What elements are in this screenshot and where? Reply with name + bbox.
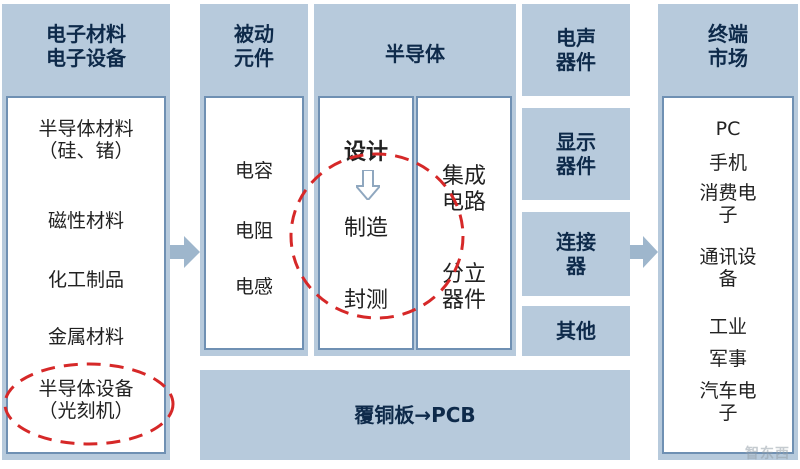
terminal-item-telecom: 通讯设 备 bbox=[699, 246, 757, 290]
semiconductor-right-box: 集成 电路 分立 器件 bbox=[416, 96, 512, 350]
terminal-item-automotive: 汽车电 子 bbox=[699, 380, 757, 424]
semiconductor-item-manufacture: 制造 bbox=[343, 216, 388, 241]
component-acoustic: 电声 器件 bbox=[522, 4, 630, 96]
watermark-logo: 智东西 bbox=[745, 446, 790, 462]
materials-header: 电子材料 电子设备 bbox=[46, 22, 126, 70]
semiconductor-item-design: 设计 bbox=[343, 140, 388, 165]
passive-header: 被动 元件 bbox=[234, 22, 274, 70]
materials-item-semiconductor-equipment: 半导体设备 （光刻机） bbox=[38, 378, 134, 422]
pcb-bar-label: 覆铜板→PCB bbox=[354, 403, 476, 427]
passive-item-resistor: 电阻 bbox=[234, 220, 273, 242]
component-display: 显示 器件 bbox=[522, 108, 630, 200]
terminal-item-military: 军事 bbox=[708, 348, 747, 370]
semiconductor-item-integrated-circuit: 集成 电路 bbox=[441, 164, 486, 215]
passive-box: 电容 电阻 电感 bbox=[204, 96, 304, 350]
right-arrow-icon bbox=[630, 236, 658, 268]
terminal-box: PC 手机 消费电 子 通讯设 备 工业 军事 汽车电 子 bbox=[662, 96, 794, 454]
materials-box: 半导体材料 （硅、锗） 磁性材料 化工制品 金属材料 半导体设备 （光刻机） bbox=[6, 96, 166, 454]
materials-item-metal: 金属材料 bbox=[47, 326, 124, 348]
down-arrow-icon bbox=[356, 170, 380, 200]
passive-item-capacitor: 电容 bbox=[234, 160, 273, 182]
materials-item-magnetic: 磁性材料 bbox=[47, 210, 124, 232]
pcb-bar: 覆铜板→PCB bbox=[200, 370, 630, 460]
terminal-item-pc: PC bbox=[715, 118, 741, 140]
terminal-header: 终端 市场 bbox=[708, 22, 748, 70]
materials-item-chemical: 化工制品 bbox=[47, 269, 124, 291]
component-connector: 连接 器 bbox=[522, 212, 630, 296]
semiconductor-item-packaging-test: 封测 bbox=[343, 288, 388, 313]
semiconductor-header: 半导体 bbox=[385, 42, 445, 66]
terminal-item-industrial: 工业 bbox=[708, 316, 747, 338]
materials-item-semiconductor-material: 半导体材料 （硅、锗） bbox=[38, 118, 134, 162]
passive-item-inductor: 电感 bbox=[234, 276, 273, 298]
semiconductor-item-discrete-device: 分立 器件 bbox=[441, 262, 486, 313]
semiconductor-left-box: 设计 制造 封测 bbox=[318, 96, 414, 350]
right-arrow-icon bbox=[170, 236, 200, 268]
component-other: 其他 bbox=[522, 306, 630, 356]
terminal-item-consumer: 消费电 子 bbox=[699, 182, 757, 226]
terminal-item-phone: 手机 bbox=[708, 152, 747, 174]
